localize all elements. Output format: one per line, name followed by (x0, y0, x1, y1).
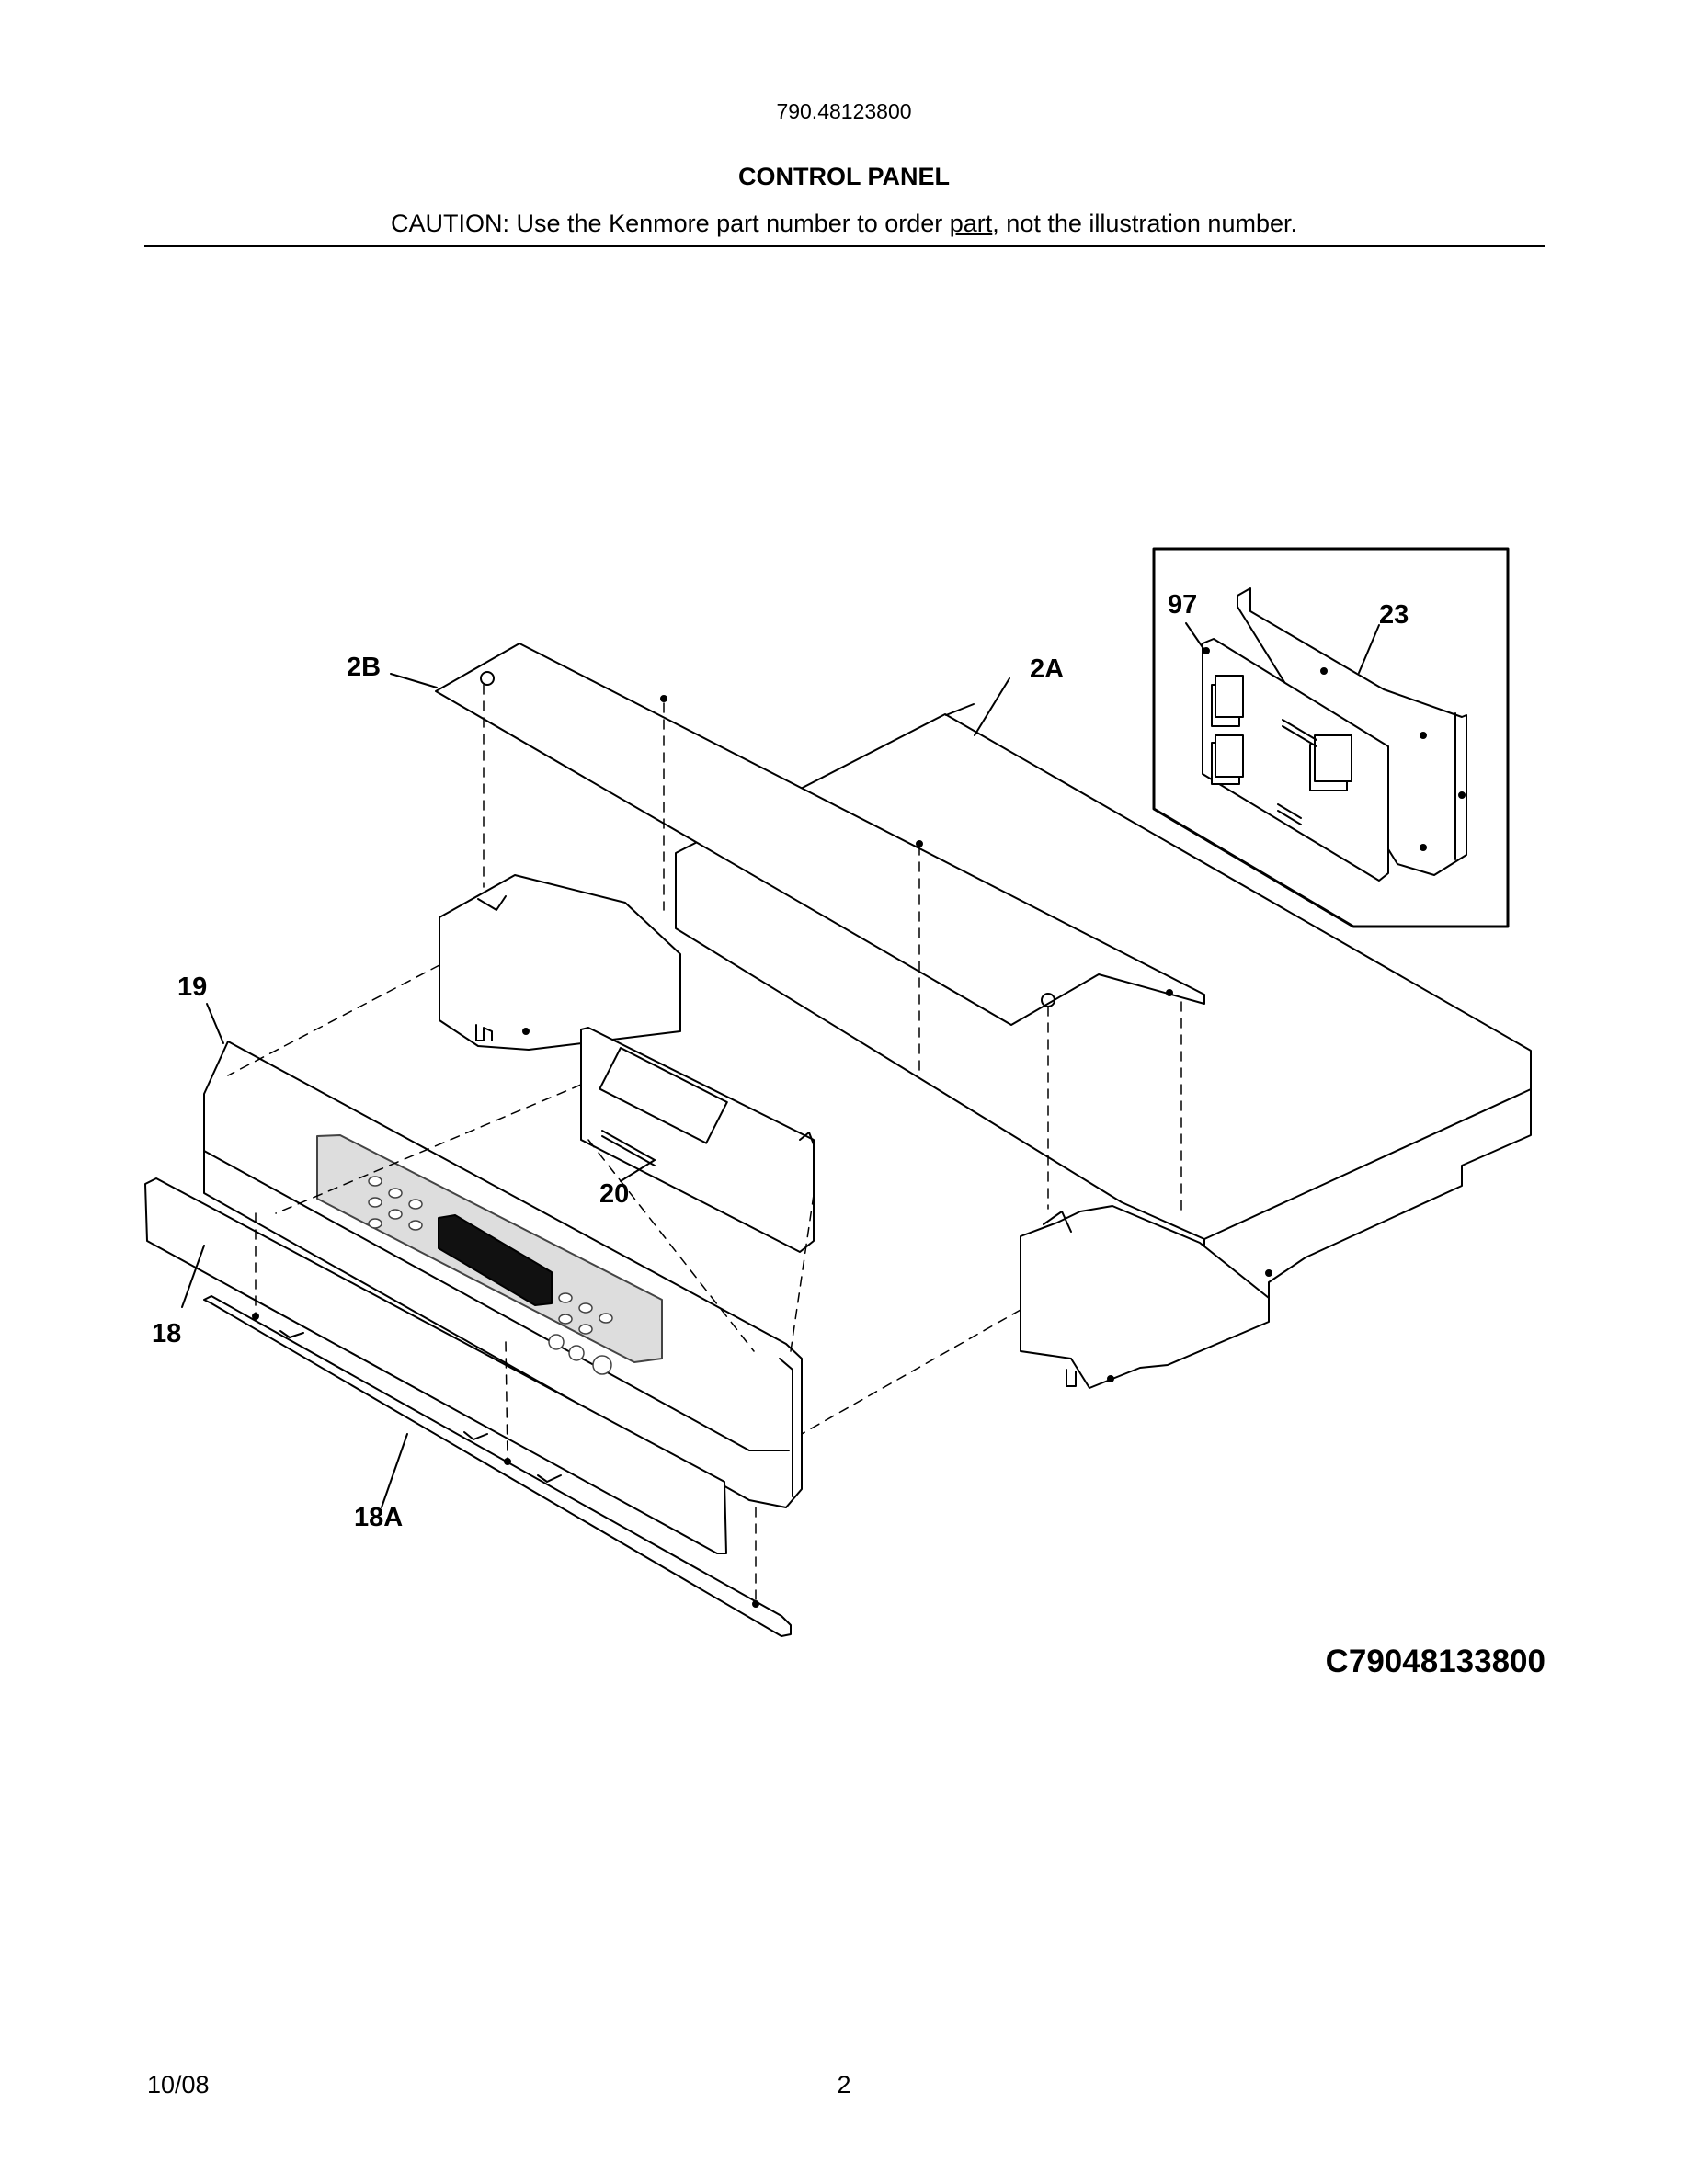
model-number: 790.48123800 (776, 99, 912, 123)
callout-20: 20 (599, 1179, 629, 1209)
left-end-bracket (439, 874, 681, 1051)
callout-19: 19 (177, 973, 207, 1002)
page-number: 2 (837, 2071, 851, 2099)
leader-97 (1185, 622, 1207, 654)
callout-23: 23 (1379, 600, 1409, 630)
circuit-board-97 (1202, 638, 1389, 882)
callout-2A: 2A (1030, 654, 1064, 684)
display-window (438, 1214, 553, 1306)
leader-23 (1358, 624, 1380, 674)
diagram-code: C79048133800 (1325, 1644, 1545, 1679)
mounting-strip-18A (203, 1295, 792, 1637)
callout-97: 97 (1168, 590, 1197, 620)
leader-2B (390, 673, 438, 688)
control-panel-19 (203, 1003, 803, 1508)
footer-date: 10/08 (147, 2071, 210, 2099)
caution-note: CAUTION: Use the Kenmore part number to … (0, 210, 1688, 238)
page-title: CONTROL PANEL (737, 163, 950, 190)
leader-18 (181, 1245, 205, 1308)
inset-control-board (1152, 547, 1510, 928)
leader-18A (381, 1433, 408, 1508)
caution-text-start: CAUTION: Use the Kenmore part number to … (391, 210, 950, 237)
caution-underlined-word: part (949, 210, 993, 237)
inset-frame (1152, 547, 1510, 928)
trim-strip-18 (144, 1177, 727, 1554)
leader-19 (206, 1003, 224, 1044)
assembly-dashed-lines (227, 684, 1182, 1605)
leader-2A (974, 677, 1010, 736)
callout-2B: 2B (347, 653, 381, 682)
display-board-20 (580, 1027, 815, 1253)
right-end-bracket (1020, 1205, 1272, 1389)
callout-18A: 18A (354, 1503, 403, 1532)
leader-20 (620, 1159, 656, 1182)
header-rule (144, 245, 1545, 247)
callout-18: 18 (152, 1319, 181, 1348)
front-trim-2B (390, 643, 1205, 1026)
caution-text-end: , not the illustration number. (992, 210, 1297, 237)
